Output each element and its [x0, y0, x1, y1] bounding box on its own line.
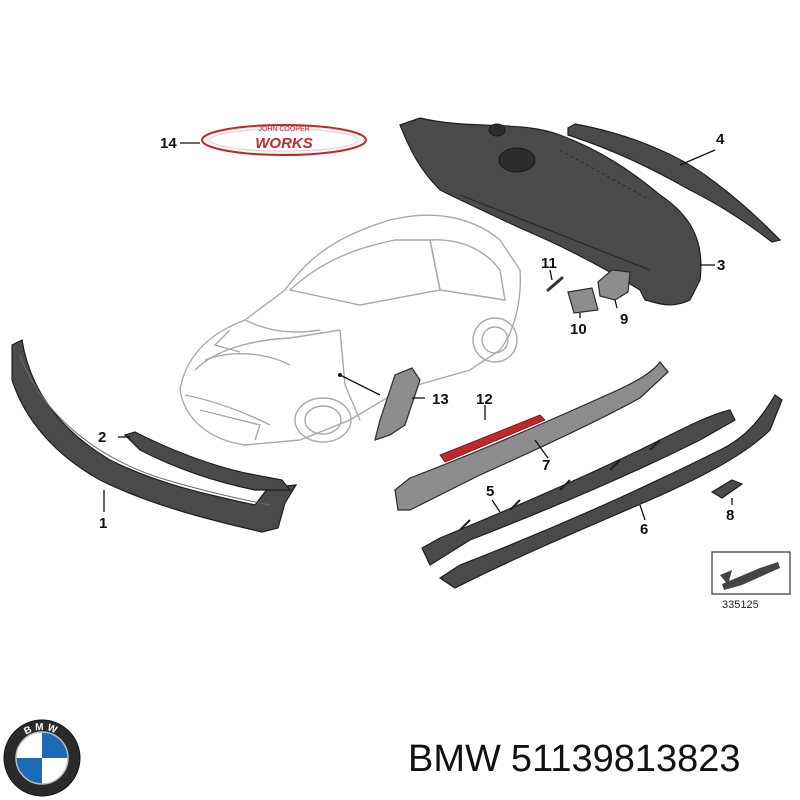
- brand-name: BMW: [408, 738, 501, 780]
- callout-2: 2: [98, 429, 106, 446]
- callout-11: 11: [541, 255, 557, 272]
- part-2-trim-strip: [123, 431, 292, 491]
- callout-1: 1: [99, 515, 107, 532]
- part-8-clip: [710, 479, 744, 499]
- part-6-side-skirt: [438, 394, 783, 589]
- part-7-sill-trim: [394, 361, 669, 511]
- svg-text:BMW: BMW: [22, 722, 61, 738]
- reference-number: 335125: [722, 599, 759, 611]
- part-11-screw: [546, 276, 564, 292]
- callout-14: 14: [160, 135, 177, 152]
- badge-line-1: JOHN COOPER: [258, 126, 309, 133]
- callout-10: 10: [570, 321, 587, 338]
- callout-12: 12: [476, 391, 493, 408]
- bmw-logo-icon: BMW: [3, 719, 81, 797]
- part-4-rear-strip: [567, 123, 782, 243]
- callout-8: 8: [726, 507, 734, 524]
- callout-13: 13: [432, 391, 449, 408]
- callout-5: 5: [486, 483, 494, 500]
- callout-4: 4: [716, 131, 725, 148]
- car-outline: [179, 214, 522, 446]
- part-3-rear-bumper: [399, 117, 702, 306]
- callout-7: 7: [542, 457, 550, 474]
- part-12-sill-badge: [439, 414, 546, 463]
- part-13-bracket: [374, 367, 421, 441]
- badge-line-2: WORKS: [255, 135, 313, 152]
- part-14-jcw-badge: JOHN COOPER WORKS: [201, 124, 367, 156]
- reference-icon: [711, 551, 791, 595]
- callout-6: 6: [640, 521, 648, 538]
- callout-9: 9: [620, 311, 628, 328]
- part-10-plate: [567, 287, 599, 314]
- part-1-front-spoiler: [11, 339, 298, 533]
- part-9-mount: [597, 269, 631, 301]
- part-number: 51139813823: [510, 738, 741, 780]
- callout-3: 3: [717, 257, 725, 274]
- logo-text: BMW: [22, 722, 58, 738]
- part-5-side-skirt: [421, 409, 736, 566]
- leader-lines: [103, 142, 733, 521]
